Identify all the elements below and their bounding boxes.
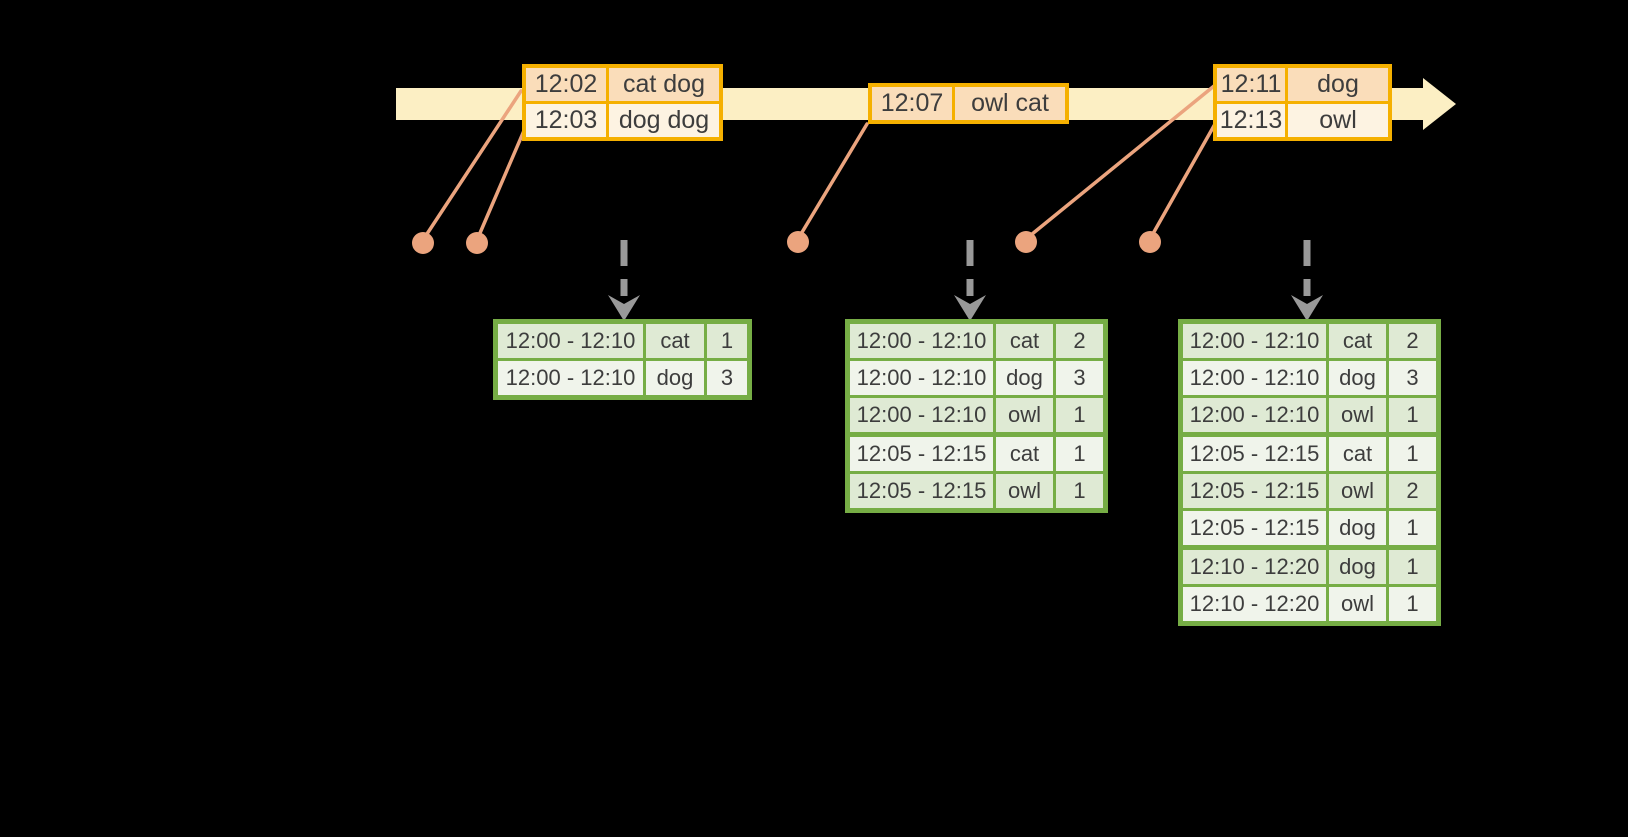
word-cell: cat [1326,432,1389,474]
word-cell: owl [993,395,1056,436]
word-cell: cat [993,319,1056,361]
window-cell: 12:05 - 12:15 [1179,432,1329,474]
leader-line [421,89,523,242]
result-table-1: 12:00 - 12:10 cat 1 12:00 - 12:10 dog 3 [493,319,752,400]
window-cell: 12:05 - 12:15 [846,471,996,512]
event-time-cell: 12:03 [522,101,609,141]
window-cell: 12:10 - 12:20 [1179,584,1329,625]
word-cell: owl [993,471,1056,512]
count-cell: 1 [1386,508,1440,549]
window-cell: 12:00 - 12:10 [494,319,646,361]
count-cell: 3 [1386,358,1440,398]
event-words-cell: owl [1285,101,1392,141]
result-row: 12:00 - 12:10 dog 3 [846,358,1107,398]
event-words-cell: dog dog [606,101,723,141]
word-cell: dog [1326,508,1389,549]
result-row: 12:05 - 12:15 dog 1 [1179,508,1440,549]
event-time-cell: 12:11 [1213,64,1288,104]
trigger-arrowhead-icon [608,295,640,321]
window-cell: 12:00 - 12:10 [846,358,996,398]
result-row: 12:00 - 12:10 owl 1 [1179,395,1440,436]
count-cell: 1 [1053,471,1107,512]
window-cell: 12:00 - 12:10 [846,395,996,436]
count-cell: 1 [1386,545,1440,587]
event-table-2: 12:07 owl cat [868,83,1069,124]
word-cell: owl [1326,395,1389,436]
event-words-cell: owl cat [952,83,1069,124]
timeline-arrowhead-icon [1423,78,1456,130]
count-cell: 3 [704,358,751,399]
result-row: 12:00 - 12:10 cat 2 [846,319,1107,361]
count-cell: 2 [1386,319,1440,361]
event-row: 12:13 owl [1213,101,1392,141]
result-row: 12:00 - 12:10 owl 1 [846,395,1107,436]
word-cell: cat [993,432,1056,474]
result-table-2: 12:00 - 12:10 cat 2 12:00 - 12:10 dog 3 … [845,319,1108,513]
count-cell: 1 [1053,395,1107,436]
event-dot [412,232,434,254]
count-cell: 1 [1053,432,1107,474]
event-time-cell: 12:13 [1213,101,1288,141]
window-cell: 12:00 - 12:10 [1179,358,1329,398]
result-table-3: 12:00 - 12:10 cat 2 12:00 - 12:10 dog 3 … [1178,319,1441,626]
trigger-arrowhead-icon [954,295,986,321]
window-cell: 12:00 - 12:10 [846,319,996,361]
leader-line [1024,84,1216,241]
count-cell: 3 [1053,358,1107,398]
result-row: 12:05 - 12:15 owl 2 [1179,471,1440,511]
event-dot [1139,231,1161,253]
event-dot [1015,231,1037,253]
count-cell: 1 [1386,584,1440,625]
event-table-3: 12:11 dog 12:13 owl [1213,64,1392,141]
count-cell: 1 [1386,432,1440,474]
result-row: 12:00 - 12:10 cat 1 [494,319,751,361]
event-row: 12:11 dog [1213,64,1392,104]
word-cell: owl [1326,584,1389,625]
window-cell: 12:00 - 12:10 [1179,395,1329,436]
word-cell: dog [993,358,1056,398]
window-cell: 12:05 - 12:15 [1179,471,1329,511]
word-cell: dog [1326,358,1389,398]
event-row: 12:02 cat dog [522,64,723,104]
word-cell: cat [643,319,707,361]
leader-line [796,122,869,241]
event-words-cell: cat dog [606,64,723,104]
result-row: 12:00 - 12:10 dog 3 [1179,358,1440,398]
window-cell: 12:05 - 12:15 [1179,508,1329,549]
event-row: 12:03 dog dog [522,101,723,141]
window-cell: 12:05 - 12:15 [846,432,996,474]
count-cell: 2 [1053,319,1107,361]
count-cell: 1 [1386,395,1440,436]
result-row: 12:00 - 12:10 dog 3 [494,358,751,399]
leader-line [475,124,528,242]
event-table-1: 12:02 cat dog 12:03 dog dog [522,64,723,141]
result-row: 12:10 - 12:20 owl 1 [1179,584,1440,625]
result-row: 12:10 - 12:20 dog 1 [1179,545,1440,587]
word-cell: owl [1326,471,1389,511]
result-row: 12:05 - 12:15 owl 1 [846,471,1107,512]
word-cell: dog [1326,545,1389,587]
event-dot [466,232,488,254]
event-row: 12:07 owl cat [868,83,1069,124]
word-cell: cat [1326,319,1389,361]
result-row: 12:00 - 12:10 cat 2 [1179,319,1440,361]
window-cell: 12:00 - 12:10 [494,358,646,399]
window-cell: 12:10 - 12:20 [1179,545,1329,587]
count-cell: 1 [704,319,751,361]
event-words-cell: dog [1285,64,1392,104]
trigger-arrowhead-icon [1291,295,1323,321]
event-time-cell: 12:07 [868,83,955,124]
window-cell: 12:00 - 12:10 [1179,319,1329,361]
count-cell: 2 [1386,471,1440,511]
event-dot [787,231,809,253]
word-cell: dog [643,358,707,399]
result-row: 12:05 - 12:15 cat 1 [846,432,1107,474]
event-time-cell: 12:02 [522,64,609,104]
result-row: 12:05 - 12:15 cat 1 [1179,432,1440,474]
leader-line [1148,122,1217,241]
